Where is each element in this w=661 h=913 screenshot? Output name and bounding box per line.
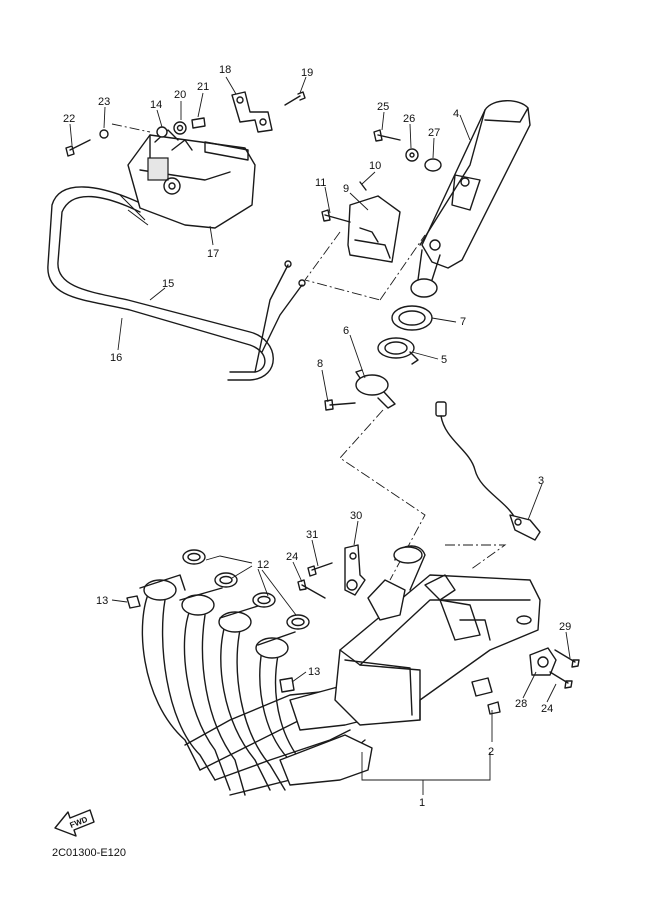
callout-1: 1	[419, 797, 425, 809]
bracket-18	[231, 91, 273, 133]
callout-leaders	[69, 76, 571, 795]
callout-18: 18	[219, 64, 231, 76]
callout-24-left: 24	[286, 551, 298, 563]
throttle-cable-loops	[47, 186, 306, 381]
bolt-24-left	[297, 579, 326, 599]
callout-19: 19	[301, 67, 313, 79]
callout-13-lower: 13	[308, 666, 320, 678]
callout-15: 15	[162, 278, 174, 290]
callout-7: 7	[460, 316, 466, 328]
muffler-4	[410, 100, 531, 298]
callout-9: 9	[343, 183, 349, 195]
callout-3: 3	[538, 475, 544, 487]
callout-26: 26	[403, 113, 415, 125]
drawing-code: 2C01300-E120	[52, 847, 126, 859]
callout-21: 21	[197, 81, 209, 93]
gaskets-12	[182, 549, 310, 630]
callout-25: 25	[377, 101, 389, 113]
gasket-7	[391, 305, 433, 331]
callout-24-right: 24	[541, 703, 553, 715]
nut-13-left	[126, 595, 141, 609]
callout-8: 8	[317, 358, 323, 370]
callout-numbers: 1 2 3 4 5 6 7 8 9 10 11 12 13 13 14 15 1…	[63, 64, 571, 809]
screw-10	[359, 181, 367, 191]
callout-22: 22	[63, 113, 75, 125]
callout-27: 27	[428, 127, 440, 139]
clamp-bracket-6	[355, 369, 396, 409]
heat-protector-9	[347, 195, 401, 263]
servo-motor-bracket-assembly	[127, 129, 256, 229]
callout-4: 4	[453, 108, 459, 120]
bolt-8	[324, 399, 356, 411]
callout-10: 10	[369, 160, 381, 172]
mount-hardware-25-27	[373, 129, 442, 172]
bolt-31	[307, 562, 333, 577]
callout-2: 2	[488, 746, 494, 758]
callout-31: 31	[306, 529, 318, 541]
bolt-29	[554, 649, 580, 668]
callout-16: 16	[110, 352, 122, 364]
callout-12: 12	[257, 559, 269, 571]
callout-20: 20	[174, 89, 186, 101]
exhaust-header-pipes	[139, 574, 373, 796]
upper-left-hardware	[65, 117, 206, 157]
callout-17: 17	[207, 248, 219, 260]
callout-13-left: 13	[96, 595, 108, 607]
callout-5: 5	[441, 354, 447, 366]
callout-30: 30	[350, 510, 362, 522]
clamp-5	[377, 337, 415, 359]
callout-11: 11	[315, 177, 326, 189]
silencer-bracket-30	[344, 544, 366, 596]
callout-29: 29	[559, 621, 571, 633]
callout-14: 14	[150, 99, 162, 111]
callout-28: 28	[515, 698, 527, 710]
bolt-24-right	[549, 671, 573, 689]
callout-23: 23	[98, 96, 110, 108]
hanger-28	[529, 647, 557, 676]
bolt-19	[284, 91, 306, 106]
screw-11	[321, 209, 351, 223]
forward-direction-arrow: FWD	[54, 809, 95, 837]
callout-6: 6	[343, 325, 349, 337]
nut-13-lower	[279, 677, 295, 693]
oxygen-sensor-3	[435, 401, 541, 541]
silencer-assembly-1	[334, 545, 541, 726]
